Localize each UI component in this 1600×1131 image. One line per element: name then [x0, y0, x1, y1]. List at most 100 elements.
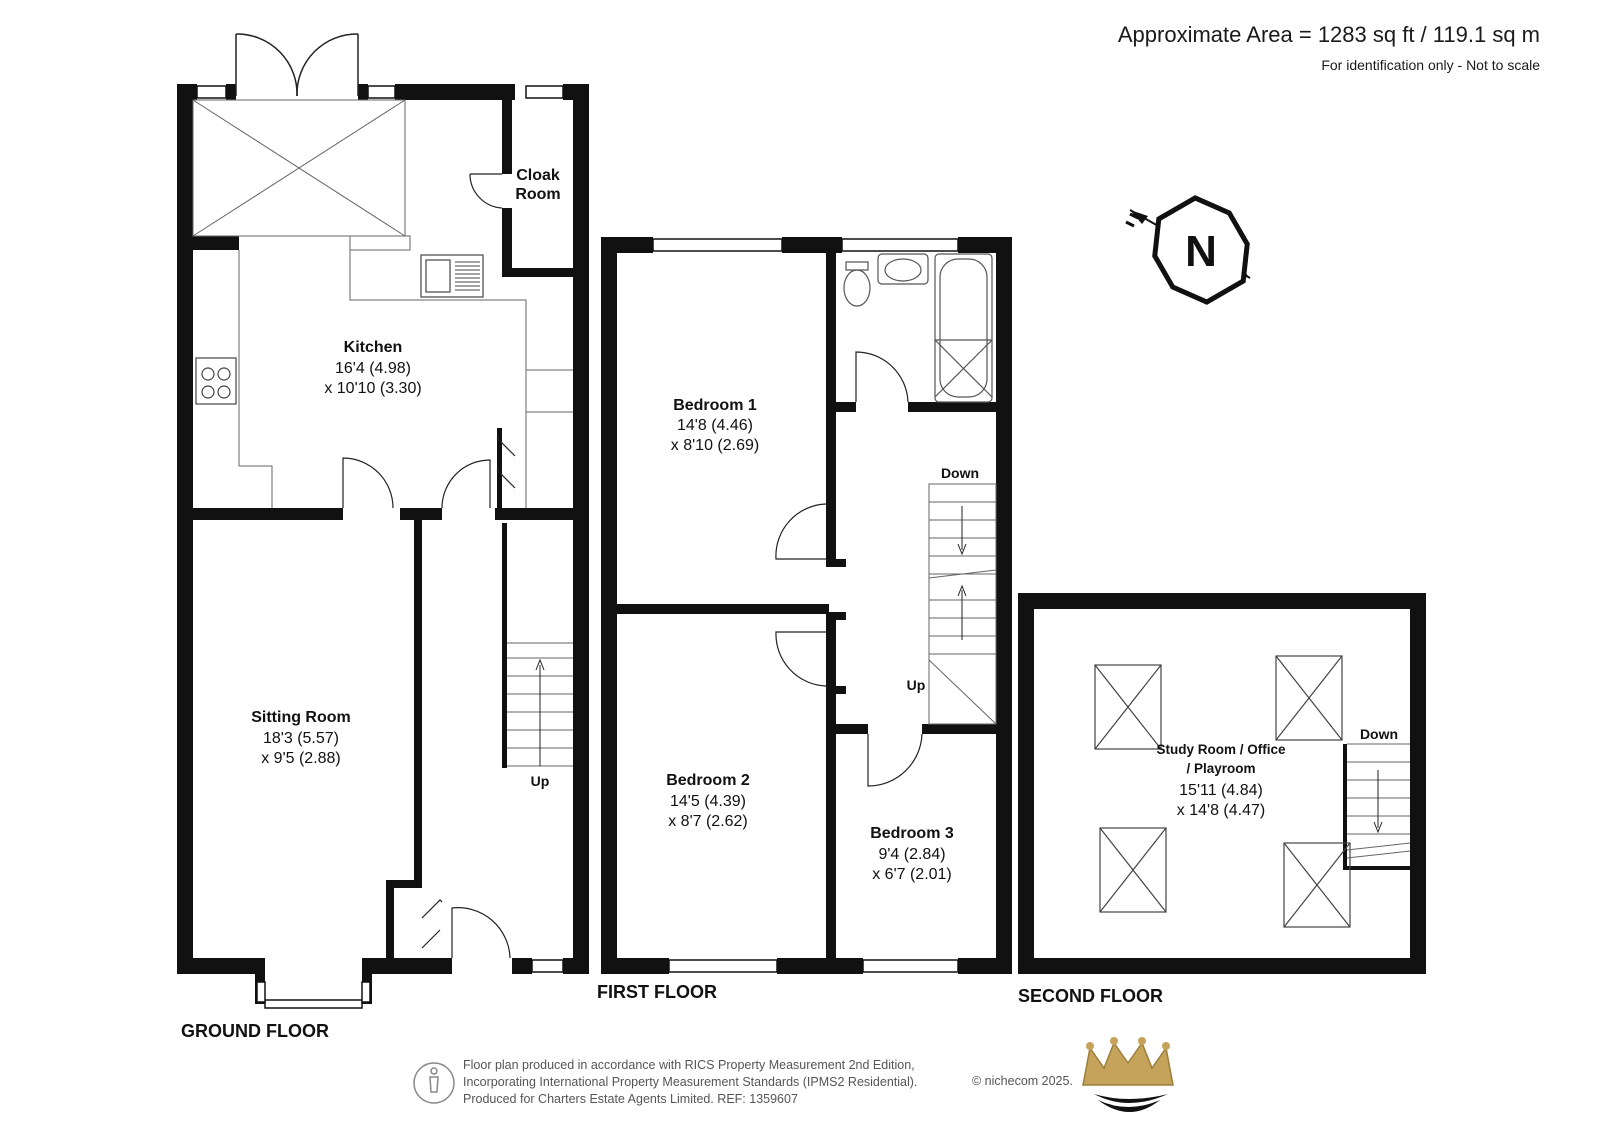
- kitchen-name: Kitchen: [344, 339, 403, 356]
- study-room-name: / Playroom: [1186, 761, 1255, 776]
- footer-line: Floor plan produced in accordance with R…: [463, 1058, 915, 1072]
- door: [867, 733, 923, 787]
- skylight: [1094, 664, 1162, 750]
- staircase: [1346, 743, 1411, 859]
- kitchen-dim: x 10'10 (3.30): [324, 380, 421, 397]
- wall: [226, 84, 236, 100]
- staircase: [928, 483, 997, 725]
- study-room-dim: x 14'8 (4.47): [1177, 802, 1265, 819]
- wall: [1018, 958, 1426, 974]
- skylight: [1099, 827, 1167, 913]
- wall: [512, 958, 532, 974]
- sitting-room-dim: 18'3 (5.57): [263, 730, 339, 747]
- wall: [502, 208, 512, 274]
- stairs-up-label: Up: [531, 773, 550, 789]
- wall: [414, 520, 422, 880]
- skylight: [1275, 655, 1343, 741]
- compass-frame: [1152, 195, 1250, 305]
- wall: [358, 84, 368, 100]
- kitchen-dim: 16'4 (4.98): [335, 360, 411, 377]
- bedroom-1-name: Bedroom 1: [673, 397, 757, 414]
- wall: [193, 508, 343, 520]
- bedroom-3-name: Bedroom 3: [870, 825, 954, 842]
- footer-text: Floor plan produced in accordance with R…: [463, 1057, 917, 1108]
- cupboard-door: [421, 899, 443, 949]
- front-door: [451, 907, 511, 959]
- wall: [255, 958, 265, 1004]
- first-floor-plan: [601, 237, 1012, 974]
- wall: [836, 724, 868, 734]
- wall: [502, 523, 507, 768]
- door: [441, 459, 491, 509]
- window: [862, 959, 959, 973]
- door: [855, 351, 909, 403]
- window: [531, 959, 564, 973]
- basin-icon: [877, 253, 929, 285]
- window: [525, 85, 564, 99]
- wall: [563, 958, 589, 974]
- wall: [826, 253, 836, 559]
- wall: [996, 237, 1012, 974]
- window: [841, 238, 959, 252]
- wall: [395, 84, 515, 100]
- window: [256, 981, 266, 1003]
- wall: [495, 508, 573, 520]
- scale-note: For identification only - Not to scale: [1321, 57, 1540, 73]
- wall: [497, 428, 502, 508]
- wall: [177, 84, 193, 972]
- second-floor-plan: [1018, 593, 1426, 974]
- wall: [386, 880, 422, 888]
- footer-line: Incorporating International Property Mea…: [463, 1075, 918, 1089]
- wall: [362, 958, 452, 974]
- door: [342, 457, 394, 509]
- french-doors: [235, 33, 359, 97]
- sitting-room-name: Sitting Room: [251, 709, 351, 726]
- footer-line: Produced for Charters Estate Agents Limi…: [463, 1092, 798, 1106]
- bedroom-2-name: Bedroom 2: [666, 772, 750, 789]
- first-floor-label: FIRST FLOOR: [597, 982, 717, 1002]
- wall: [400, 508, 442, 520]
- wall: [1018, 593, 1426, 609]
- wall: [958, 237, 1012, 253]
- wall: [177, 84, 197, 100]
- roof-light: [192, 99, 406, 237]
- study-room-dim: 15'11 (4.84): [1179, 782, 1263, 799]
- wall: [826, 612, 846, 620]
- bedroom-1-dim: x 8'10 (2.69): [671, 437, 759, 454]
- wall: [826, 612, 836, 972]
- compass: N: [1125, 195, 1251, 305]
- wall: [386, 880, 394, 960]
- kitchen-sink: [420, 254, 484, 298]
- wall: [617, 604, 829, 614]
- second-floor-label: SECOND FLOOR: [1018, 986, 1163, 1006]
- stairs-up-label: Up: [907, 677, 926, 693]
- wall: [362, 958, 372, 1004]
- toilet-cistern: [845, 261, 869, 271]
- stairs-down-label: Down: [941, 465, 979, 481]
- stairs-down-label: Down: [1360, 726, 1398, 742]
- compass-north-label: N: [1185, 227, 1217, 276]
- person-icon: [413, 1062, 455, 1104]
- wall: [502, 100, 512, 174]
- wall: [1343, 744, 1347, 870]
- cloak-room-name: Cloak: [516, 167, 560, 184]
- wall: [826, 559, 846, 567]
- hob: [195, 357, 237, 405]
- kitchen-worktops: [238, 235, 573, 508]
- ground-floor-plan: [177, 33, 589, 1009]
- door: [469, 173, 503, 209]
- wall: [601, 958, 669, 974]
- wall: [193, 236, 239, 250]
- skylight: [1283, 842, 1351, 928]
- wall: [922, 724, 996, 734]
- wall: [1410, 593, 1426, 974]
- wall: [836, 402, 856, 412]
- bedroom-3-dim: 9'4 (2.84): [878, 846, 945, 863]
- ground-floor-label: GROUND FLOOR: [181, 1021, 329, 1041]
- window: [668, 959, 778, 973]
- study-room-name: Study Room / Office: [1156, 742, 1286, 757]
- bedroom-2-dim: x 8'7 (2.62): [668, 813, 748, 830]
- wall: [1018, 593, 1034, 974]
- toilet-icon: [843, 269, 871, 307]
